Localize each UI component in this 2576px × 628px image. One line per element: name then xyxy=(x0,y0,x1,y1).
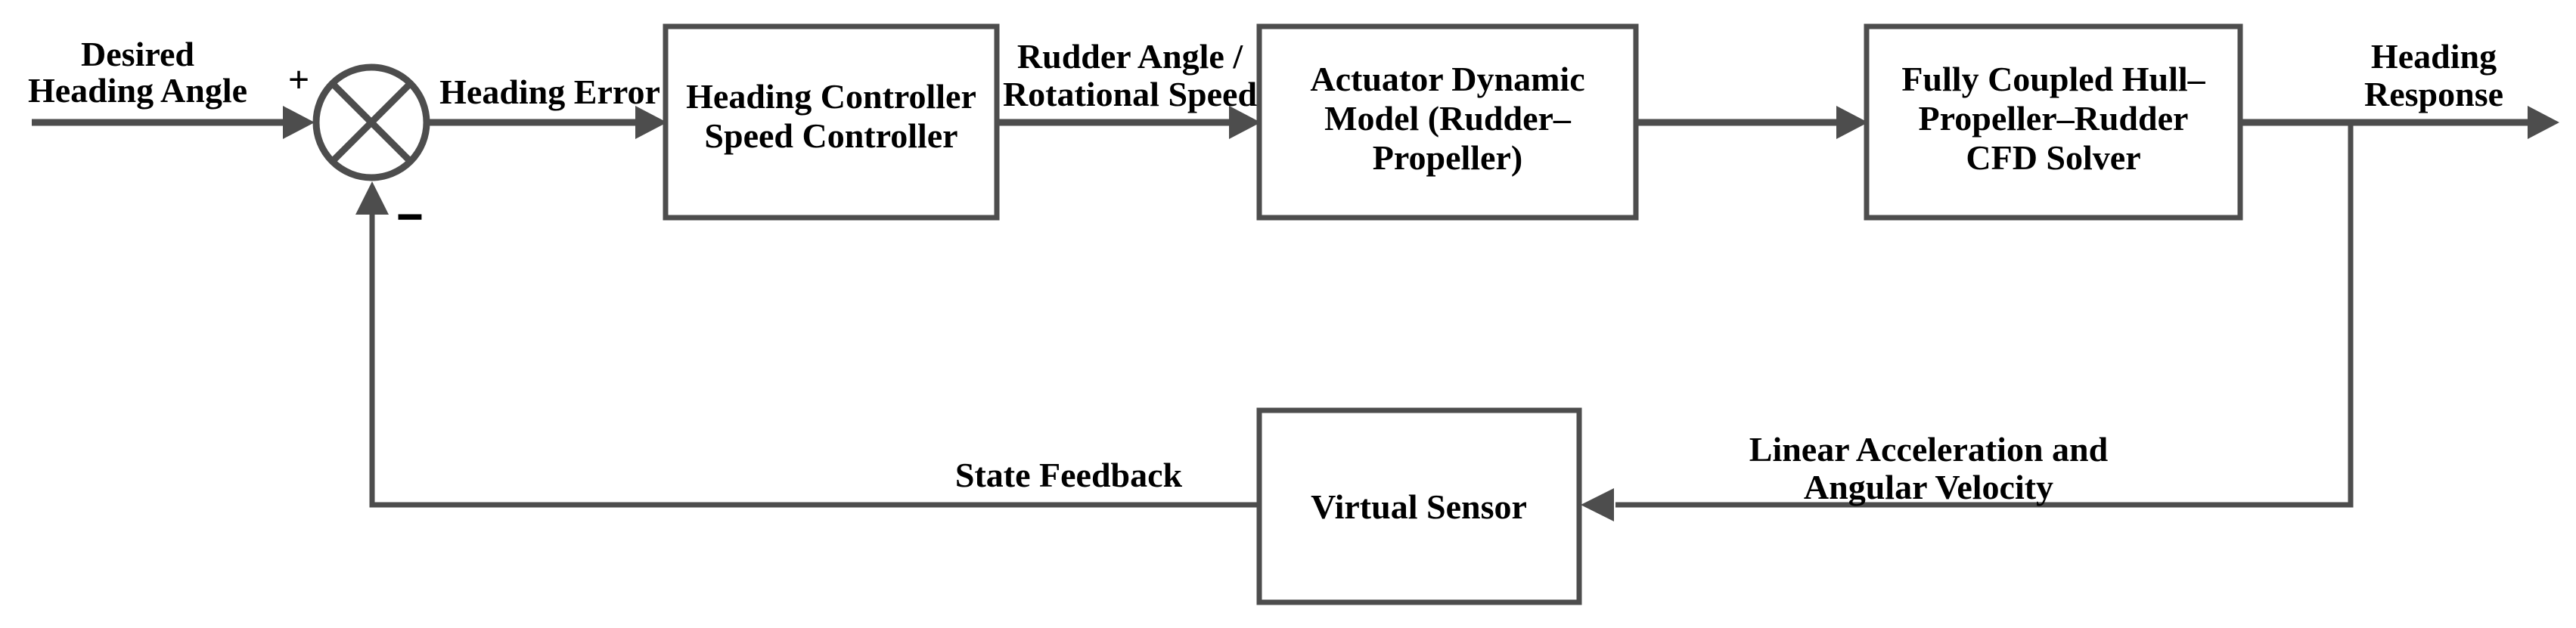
block-cfd-solver-box xyxy=(1864,23,2243,221)
label-heading-response-line2: Response xyxy=(2364,75,2503,113)
minus-sign: − xyxy=(397,192,423,242)
label-sensor-input-line2: Angular Velocity xyxy=(1804,468,2053,506)
wire-state-feedback xyxy=(369,212,1259,508)
block-actuator-model-box xyxy=(1256,23,1639,221)
label-heading-error: Heading Error xyxy=(439,73,660,111)
block-actuator-model-line3: Propeller) xyxy=(1373,138,1522,177)
block-actuator-model: Actuator Dynamic Model (Rudder– Propelle… xyxy=(1256,23,1639,221)
arrowhead-into-sensor xyxy=(1581,488,1614,521)
arrowhead-feedback-up xyxy=(355,181,389,215)
summing-junction-x-stroke xyxy=(330,81,413,164)
block-virtual-sensor-box xyxy=(1256,407,1582,605)
summing-junction: + − xyxy=(288,58,430,243)
block-heading-controller: Heading Controller Speed Controller xyxy=(663,23,1000,221)
label-rudder-angle-line2: Rotational Speed xyxy=(1003,75,1258,113)
label-state-feedback: State Feedback xyxy=(955,456,1183,494)
block-actuator-model-line2: Model (Rudder– xyxy=(1324,99,1572,138)
block-heading-controller-line1: Heading Controller xyxy=(686,77,976,116)
block-cfd-solver-line3: CFD Solver xyxy=(1966,138,2140,177)
block-cfd-solver-line2: Propeller–Rudder xyxy=(1919,99,2189,138)
block-heading-controller-box xyxy=(663,23,1000,221)
wire-feedback-branch xyxy=(1615,122,2354,508)
block-virtual-sensor: Virtual Sensor xyxy=(1256,407,1582,605)
block-cfd-solver-line1: Fully Coupled Hull– xyxy=(1901,60,2205,98)
label-sensor-input-line1: Linear Acceleration and xyxy=(1749,430,2109,469)
arrowhead-into-controller xyxy=(635,106,667,139)
label-desired-heading-line2: Heading Angle xyxy=(28,71,247,110)
arrowhead-into-summing xyxy=(283,106,315,139)
arrowhead-into-actuator xyxy=(1229,106,1261,139)
block-actuator-model-line1: Actuator Dynamic xyxy=(1310,60,1584,98)
arrowhead-into-cfd xyxy=(1836,106,1868,139)
label-heading-response-line1: Heading xyxy=(2371,37,2497,76)
block-heading-controller-line2: Speed Controller xyxy=(704,116,957,155)
arrowhead-output xyxy=(2528,106,2559,139)
signal-labels: Desired Heading Angle Heading Error Rudd… xyxy=(28,35,2503,506)
label-rudder-angle-line1: Rudder Angle / xyxy=(1017,37,1243,76)
block-virtual-sensor-label: Virtual Sensor xyxy=(1311,487,1527,526)
plus-sign: + xyxy=(288,58,310,101)
label-desired-heading-line1: Desired xyxy=(81,35,194,73)
block-cfd-solver: Fully Coupled Hull– Propeller–Rudder CFD… xyxy=(1864,23,2243,221)
